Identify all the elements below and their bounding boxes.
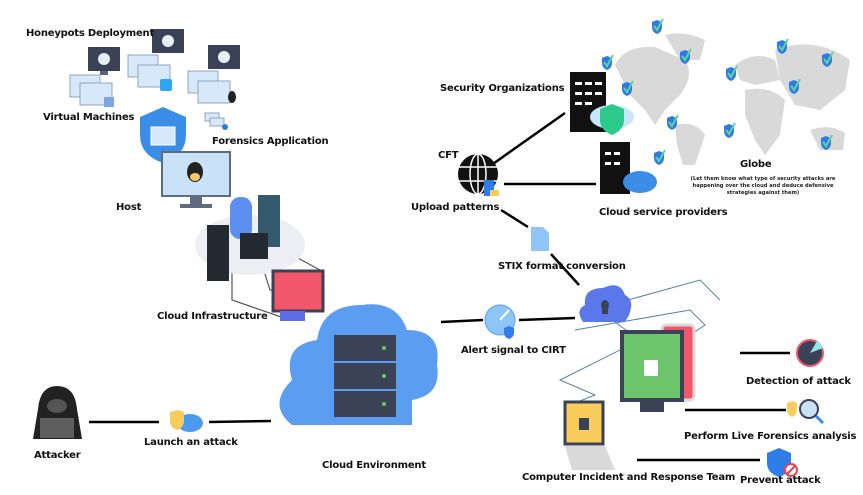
map-africa bbox=[745, 88, 785, 155]
globe-icon bbox=[458, 153, 499, 196]
label-prevent: Prevent attack bbox=[740, 475, 821, 486]
map-south-america bbox=[675, 123, 705, 165]
check-shield-icon bbox=[601, 54, 614, 71]
radar-icon bbox=[484, 304, 516, 339]
document-icon bbox=[531, 227, 549, 251]
red-code-monitor-icon bbox=[271, 269, 325, 321]
yellow-lock-laptop-icon bbox=[563, 400, 615, 470]
label-upload-patterns: Upload patterns bbox=[411, 202, 500, 213]
blocked-shield-icon bbox=[767, 448, 798, 477]
cloud-infrastructure-illustration bbox=[195, 195, 325, 321]
csp-building bbox=[600, 142, 657, 194]
warning-cloud-icon bbox=[170, 410, 203, 432]
label-attacker: Attacker bbox=[34, 450, 81, 461]
green-shield-icon bbox=[600, 104, 624, 135]
upload-server-icon bbox=[484, 180, 494, 196]
globe-note: (Let them know what type of security att… bbox=[690, 176, 836, 196]
server-rack-icon bbox=[240, 233, 268, 259]
check-shield-icon bbox=[725, 65, 738, 82]
label-cirt: Computer Incident and Response Team bbox=[522, 472, 736, 483]
line-launch-env bbox=[208, 419, 272, 424]
database-icon bbox=[230, 197, 252, 239]
label-globe: Globe bbox=[740, 159, 772, 170]
radar-detect-icon bbox=[796, 339, 824, 367]
security-org-building bbox=[570, 72, 634, 135]
circuit-magnifier-icon bbox=[787, 399, 825, 425]
map-greenland bbox=[665, 33, 705, 60]
check-shield-icon bbox=[723, 122, 736, 139]
check-shield-icon bbox=[776, 38, 789, 55]
server-rack-icon bbox=[207, 225, 229, 281]
label-detection: Detection of attack bbox=[746, 376, 851, 387]
label-cloud-environment: Cloud Environment bbox=[322, 460, 426, 471]
label-security-orgs: Security Organizations bbox=[440, 83, 565, 94]
check-shield-icon bbox=[651, 18, 664, 35]
label-cloud-infrastructure: Cloud Infrastructure bbox=[157, 311, 268, 322]
label-live-forensics: Perform Live Forensics analysis bbox=[684, 431, 857, 442]
honeypot-machines bbox=[69, 29, 240, 130]
map-europe bbox=[735, 56, 780, 85]
check-shield-icon bbox=[666, 114, 679, 131]
penguin-monitor-icon bbox=[161, 151, 231, 208]
skull-monitor-icon bbox=[187, 45, 240, 130]
green-lock-monitor-icon bbox=[620, 330, 684, 412]
line-cft-security-orgs bbox=[489, 111, 566, 168]
line-env-alert bbox=[440, 318, 484, 324]
label-stix: STIX format conversion bbox=[498, 261, 626, 272]
skull-monitor-icon bbox=[127, 29, 184, 91]
check-shield-icon bbox=[679, 48, 692, 65]
cloud-environment-illustration bbox=[279, 304, 438, 425]
line-cft-stix bbox=[500, 208, 529, 229]
windows-icon bbox=[160, 79, 172, 91]
label-virtual-machines: Virtual Machines bbox=[43, 112, 135, 123]
line-alert-lockcloud bbox=[518, 316, 576, 322]
lock-cloud-icon bbox=[579, 285, 632, 322]
cirt-devices bbox=[563, 323, 696, 470]
check-shield-icon bbox=[820, 134, 833, 151]
label-honeypots: Honeypots Deployment bbox=[26, 28, 155, 39]
label-host: Host bbox=[116, 202, 142, 213]
mac-finder-icon bbox=[104, 97, 114, 107]
check-shield-icon bbox=[788, 78, 801, 95]
line-stix-lockcloud bbox=[550, 253, 580, 286]
linux-penguin-icon bbox=[228, 91, 236, 103]
hooded-attacker-icon bbox=[33, 386, 82, 439]
label-cloud-service-providers: Cloud service providers bbox=[599, 207, 728, 218]
label-launch: Launch an attack bbox=[144, 437, 238, 448]
map-north-america bbox=[615, 46, 689, 125]
label-alert: Alert signal to CIRT bbox=[461, 345, 566, 356]
label-forensics-app: Forensics Application bbox=[212, 136, 329, 147]
server-stack-icon bbox=[334, 335, 396, 417]
shield-window-icon bbox=[140, 107, 186, 163]
check-shield-icon bbox=[821, 51, 834, 68]
skull-monitor-icon bbox=[69, 47, 120, 107]
label-cft: CFT bbox=[438, 150, 459, 161]
gear-cloud-icon bbox=[623, 171, 657, 193]
